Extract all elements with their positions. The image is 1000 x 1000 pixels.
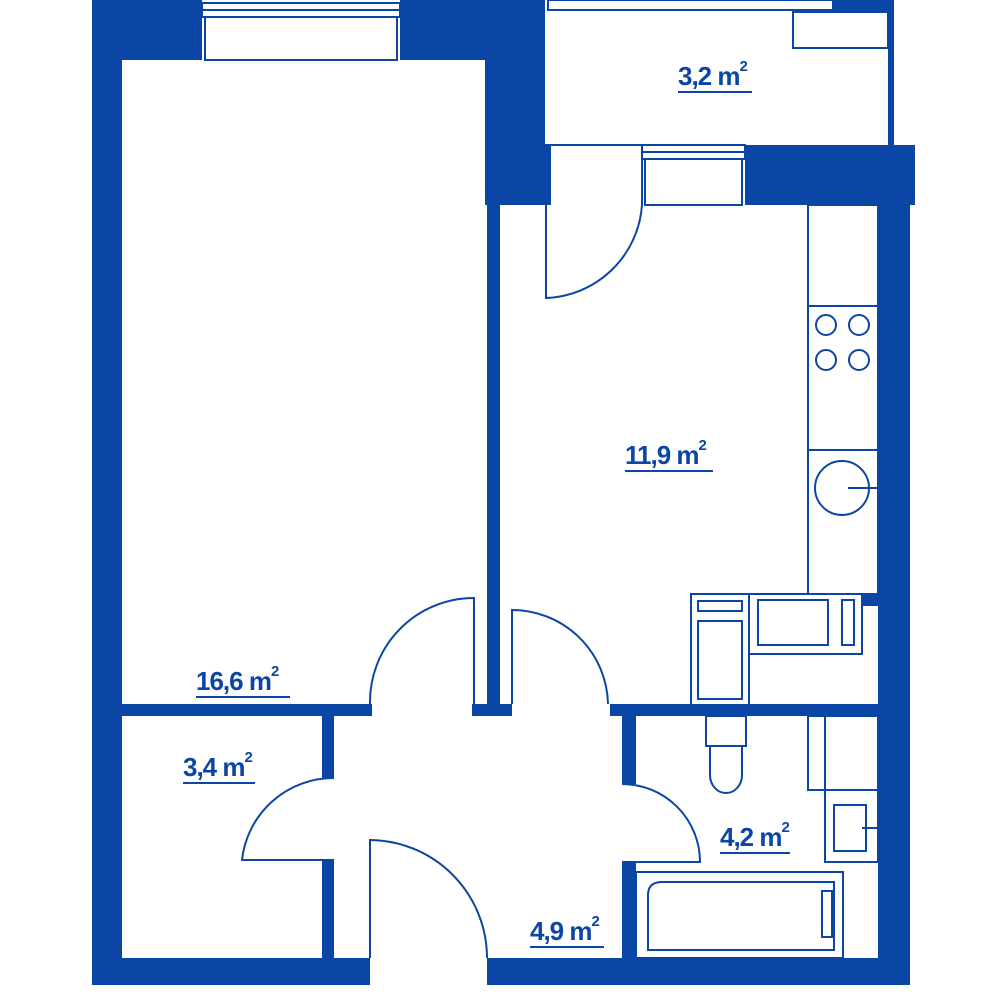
area-hallway: 4,9 m2	[530, 913, 604, 948]
door-kitchen-icon	[511, 608, 609, 705]
wall-bottom-left	[92, 958, 370, 985]
fridge-icon	[748, 593, 863, 655]
stove-burner-icon	[848, 314, 870, 336]
kitchen-counter	[807, 204, 879, 595]
doors	[240, 159, 702, 959]
area-storage: 3,4 m2	[183, 749, 255, 784]
wall-storage-hall-bottom	[322, 860, 334, 960]
area-room: 16,6 m2	[196, 663, 290, 698]
door-entrance-icon	[369, 838, 488, 959]
toilet-icon	[705, 715, 747, 794]
window-room	[201, 2, 401, 61]
wall-kitchen-stub	[862, 594, 882, 606]
stove-burner-icon	[815, 314, 837, 336]
area-labels: 16,6 m2 3,2 m2 11,9 m2 3,4 m2 4,2 m2 4,9…	[183, 58, 791, 948]
bath-cabinet-icon	[807, 715, 879, 791]
wall-pillar	[485, 0, 545, 205]
wall-bath-left-top	[622, 704, 636, 784]
wall-balcony-left	[545, 145, 551, 205]
window-balcony	[547, 0, 834, 11]
washbasin-icon	[824, 789, 879, 863]
area-bathroom: 4,2 m2	[720, 819, 791, 854]
svg-text:3,2 m2: 3,2 m2	[678, 58, 748, 91]
svg-text:11,9 m2: 11,9 m2	[625, 437, 707, 470]
door-bathroom-icon	[621, 783, 702, 863]
svg-text:4,9 m2: 4,9 m2	[530, 913, 600, 946]
wall-bath-top	[610, 704, 878, 716]
wall-bath-left-bottom	[622, 862, 636, 962]
area-balcony: 3,2 m2	[678, 58, 752, 93]
door-room-icon	[368, 596, 475, 705]
wall-balcony-corner	[833, 0, 893, 12]
door-storage-icon	[240, 776, 335, 861]
svg-text:4,2 m2: 4,2 m2	[720, 819, 790, 852]
bathroom-fixtures	[635, 715, 879, 959]
wall-right	[878, 145, 910, 985]
wall-room-hall	[472, 704, 512, 716]
wall-top-left	[92, 0, 202, 60]
wall-left	[92, 0, 122, 985]
stove-burner-icon	[848, 349, 870, 371]
wall-bottom-right	[487, 958, 910, 985]
balcony-cabinet	[792, 11, 889, 49]
wall-balcony-right	[888, 0, 894, 145]
wall-storage-hall-top	[322, 716, 334, 778]
wall-room-storage	[122, 704, 372, 716]
bathtub-icon	[635, 871, 844, 959]
stove-burner-icon	[815, 349, 837, 371]
window-kitchen	[641, 144, 746, 206]
wall-room-kitchen	[487, 205, 500, 713]
area-kitchen: 11,9 m2	[625, 437, 713, 472]
svg-text:16,6 m2: 16,6 m2	[196, 663, 279, 696]
walls	[92, 0, 915, 985]
windows	[201, 0, 834, 206]
door-balcony-icon	[545, 204, 643, 300]
kitchen-fixtures	[690, 204, 879, 707]
svg-text:3,4 m2: 3,4 m2	[183, 749, 253, 782]
